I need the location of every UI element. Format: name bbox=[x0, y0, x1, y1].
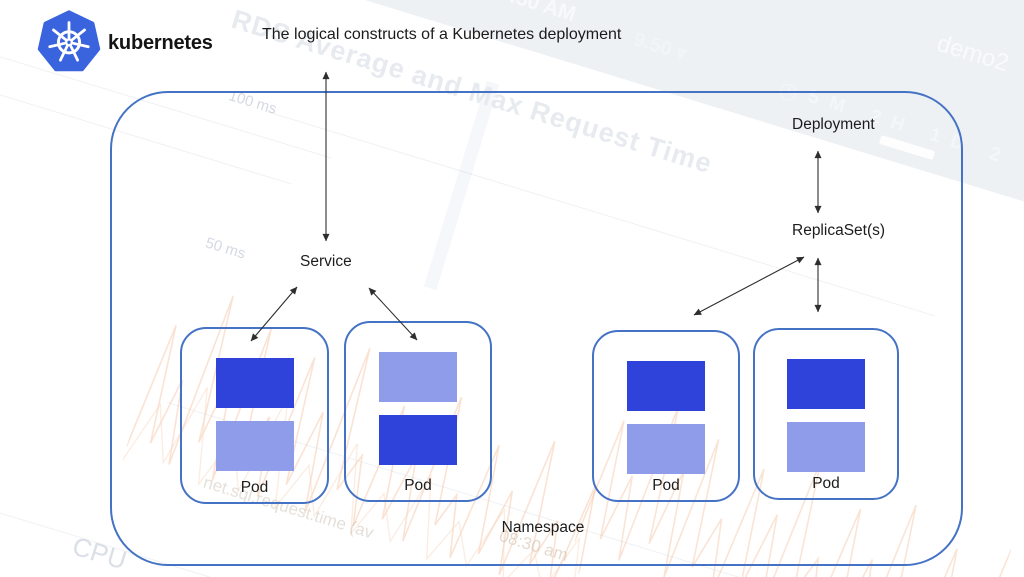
kubernetes-logo-icon bbox=[37, 10, 101, 72]
watermark-time-right: 9.50 ▾ bbox=[630, 28, 690, 66]
pod-label: Pod bbox=[812, 475, 840, 492]
replicaset-label: ReplicaSet(s) bbox=[792, 222, 886, 239]
pod-box-4: Pod bbox=[753, 328, 899, 500]
pod-box-2: Pod bbox=[344, 321, 492, 502]
pod-label: Pod bbox=[404, 477, 432, 494]
container-rect bbox=[627, 361, 705, 411]
container-rect bbox=[379, 415, 457, 465]
pod-label: Pod bbox=[240, 479, 269, 496]
container-rect bbox=[215, 421, 294, 471]
pod-box-1: Pod bbox=[180, 327, 329, 504]
page-title: The logical constructs of a Kubernetes d… bbox=[262, 26, 622, 43]
pod-box-3: Pod bbox=[592, 330, 740, 502]
watermark-time-left: 7:50 AM bbox=[495, 0, 579, 27]
container-rect bbox=[787, 359, 865, 409]
container-rect bbox=[627, 424, 705, 474]
watermark-env-label: demo2 bbox=[933, 29, 1012, 78]
container-rect bbox=[787, 422, 865, 472]
container-rect bbox=[215, 358, 294, 408]
deployment-label: Deployment bbox=[792, 116, 875, 133]
container-rect bbox=[379, 352, 457, 402]
namespace-label: Namespace bbox=[501, 519, 585, 536]
service-label: Service bbox=[300, 253, 352, 270]
pod-label: Pod bbox=[652, 477, 680, 494]
kubernetes-wordmark: kubernetes bbox=[108, 32, 213, 54]
